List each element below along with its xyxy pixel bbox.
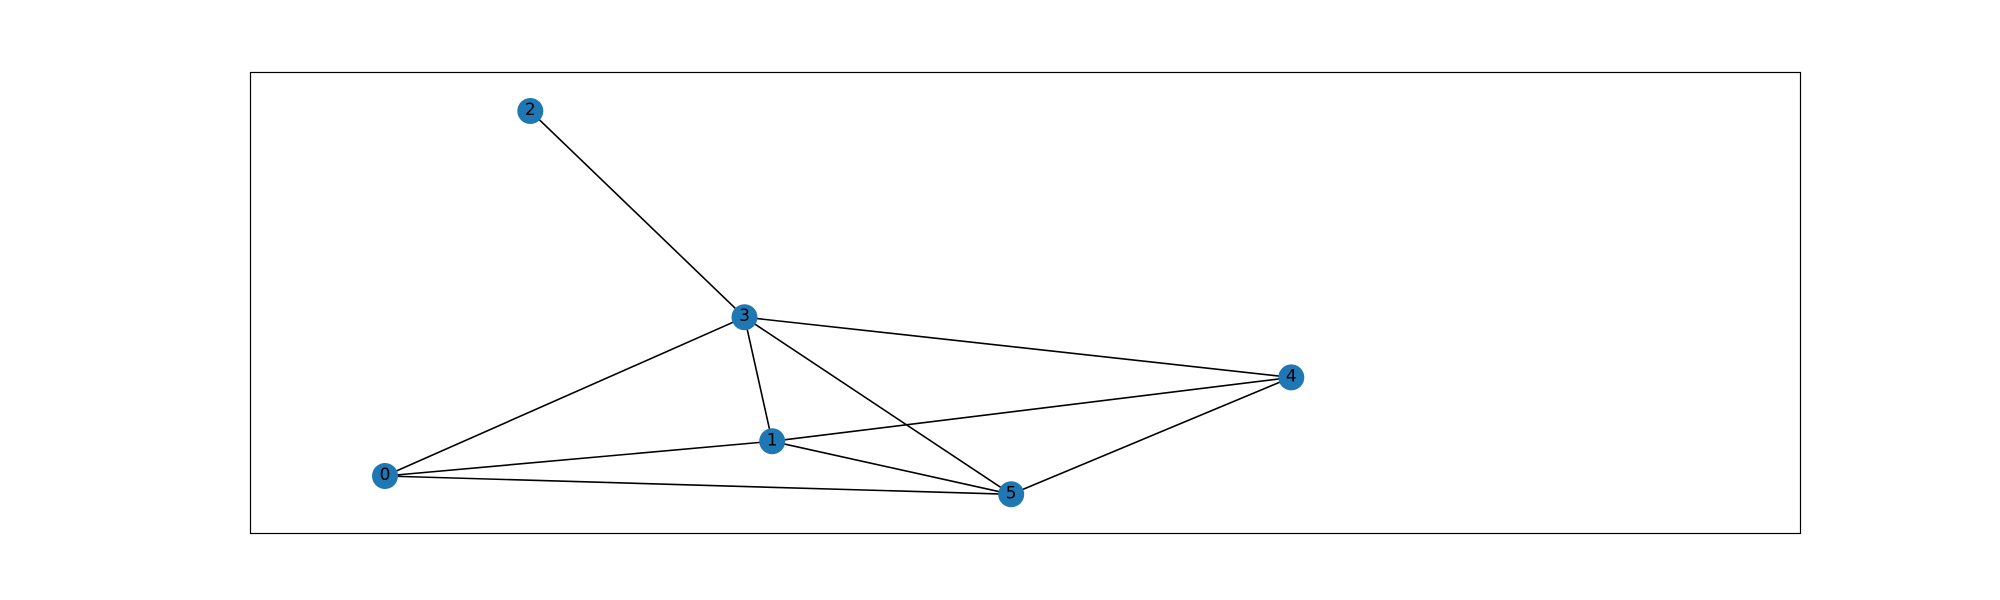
- node-5: 5: [998, 481, 1025, 508]
- plot-frame: [249, 71, 1802, 535]
- node-0: 0: [372, 463, 398, 489]
- edge-0-1: [384, 440, 773, 477]
- edge-3-5: [744, 316, 1012, 495]
- node-circle-5: [998, 481, 1025, 508]
- node-circle-1: [759, 428, 786, 455]
- edge-1-4: [772, 376, 1292, 443]
- edge-2-3: [529, 110, 746, 318]
- node-4: 4: [1278, 364, 1305, 391]
- node-circle-3: [731, 304, 758, 331]
- edge-0-5: [384, 475, 1012, 496]
- edge-1-5: [772, 440, 1012, 496]
- node-circle-4: [1278, 364, 1305, 391]
- edges-layer: [384, 110, 1292, 496]
- node-circle-0: [372, 463, 398, 489]
- node-circle-2: [517, 98, 544, 124]
- edge-0-3: [384, 316, 745, 477]
- node-label-4: 4: [1286, 366, 1297, 386]
- edge-1-3: [743, 317, 773, 442]
- node-label-2: 2: [525, 100, 536, 120]
- node-label-5: 5: [1006, 483, 1017, 503]
- node-2: 2: [517, 98, 544, 124]
- edge-3-4: [744, 316, 1292, 379]
- node-label-0: 0: [380, 465, 391, 485]
- node-3: 3: [731, 304, 758, 331]
- edge-4-5: [1010, 376, 1292, 496]
- node-label-3: 3: [739, 306, 750, 326]
- nodes-layer: 0 1 2 3 4 5: [372, 98, 1305, 508]
- node-1: 1: [759, 428, 786, 455]
- node-label-1: 1: [767, 430, 778, 450]
